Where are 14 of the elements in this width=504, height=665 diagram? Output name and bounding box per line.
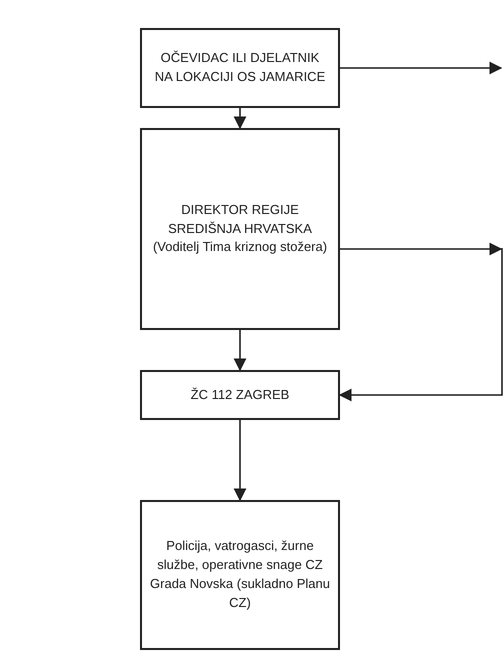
arrow [338,248,503,402]
arrow [340,62,502,74]
box-text: Policija, vatrogasci, žurne službe, operativne snage CZ Grada Novska (sukladno Planu CZ) [150,537,330,612]
arrow [340,242,502,256]
process-box [140,28,340,108]
box-text: DIREKTOR REGIJE SREDIŠNJA HRVATSKA (Voditelj Tima kriznog stožera) [152,200,328,256]
arrow [234,108,246,130]
arrow [234,420,246,502]
process-box [140,500,340,650]
arrow [234,330,246,372]
process-box [140,128,340,330]
process-box [140,370,340,420]
box-text: OČEVIDAC ILI DJELATNIK NA LOKACIJI OS JAMARICE [154,49,326,86]
box-text: ŽC 112 ZAGREB [190,386,290,404]
